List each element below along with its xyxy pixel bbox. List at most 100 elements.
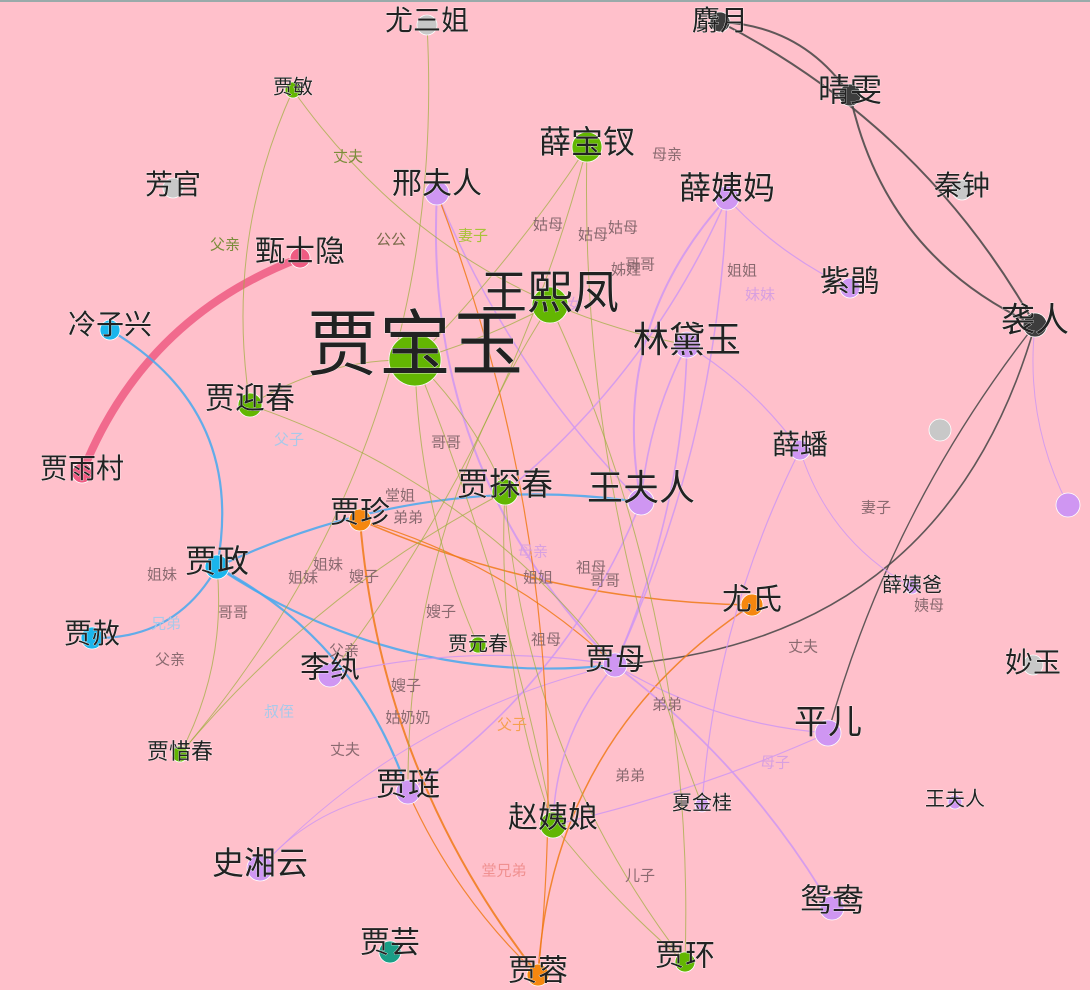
node-xuepan[interactable] <box>789 439 811 461</box>
edge-lengzixing-jiazheng <box>109 329 224 568</box>
node-baochai[interactable] <box>571 131 603 163</box>
edge-yousanjie-xichun <box>179 24 430 755</box>
node-qinzhong[interactable] <box>951 179 973 201</box>
node-sheyue[interactable] <box>709 11 731 33</box>
edge-xueyima-jiamu <box>614 197 728 666</box>
node-baoyu[interactable] <box>388 333 442 387</box>
node-label-qinzhong: 秦钟 <box>934 169 990 202</box>
node-xiangyun[interactable] <box>246 854 274 882</box>
node-lengzixing[interactable] <box>99 319 121 341</box>
node-label-jiayucun: 贾雨村 <box>40 452 124 485</box>
node-youshi[interactable] <box>740 593 764 617</box>
edge-label: 丈夫 <box>333 148 363 166</box>
edge-jiarong-xingfuren <box>436 192 549 976</box>
edge-label: 姑母 <box>578 226 608 244</box>
node-zhaoyiniang[interactable] <box>539 811 567 839</box>
edge-label: 姑母 <box>608 219 638 237</box>
node-liwan[interactable] <box>317 662 343 688</box>
edge-jiazheng-wangfuren <box>216 493 642 568</box>
edge-label: 姐妹 <box>313 556 343 574</box>
edge-jiamu-yuanyang <box>614 664 833 909</box>
node-yingchun[interactable] <box>237 392 263 418</box>
node-jiazhen[interactable] <box>348 508 372 532</box>
edge-label: 儿子 <box>625 867 655 885</box>
node-daiyu[interactable] <box>673 331 701 359</box>
node-jiazheng[interactable] <box>204 554 230 580</box>
node-jiahuan[interactable] <box>674 951 696 973</box>
edge-label: 堂兄弟 <box>481 862 526 880</box>
node-wangfuren2[interactable] <box>947 794 963 810</box>
node-label-wangfuren2: 王夫人 <box>925 787 985 811</box>
node-wangfuren[interactable] <box>627 488 655 516</box>
node-label-xingfuren: 邢夫人 <box>392 167 482 202</box>
node-label-jiayun: 贾芸 <box>360 926 420 961</box>
edge-xuepan-xiajingui <box>701 449 801 806</box>
edge-jiamu-xiren <box>614 324 1036 666</box>
edge-jialian-xiangyun <box>259 791 409 869</box>
edge-label: 堂姐 <box>385 487 415 505</box>
node-label-baochai: 薛宝钗 <box>539 123 635 161</box>
edge-xichun-jiazheng <box>179 566 220 755</box>
node-yuanyang[interactable] <box>819 895 845 921</box>
edge-label: 父子 <box>497 716 527 734</box>
node-jiamu[interactable] <box>602 652 628 678</box>
edge-label: 父亲 <box>329 642 359 660</box>
node-isolated-purple[interactable] <box>1055 492 1081 518</box>
node-xichun[interactable] <box>171 745 189 763</box>
edge-zhaoyiniang-pinger <box>552 732 829 826</box>
node-label-zhaoyiniang: 赵姨娘 <box>508 801 598 836</box>
edge-jiamin-daiyu <box>292 89 688 346</box>
node-isolated-grey[interactable] <box>928 418 952 442</box>
node-jiayucun[interactable] <box>71 462 93 484</box>
edges-layer <box>78 21 1069 976</box>
node-xueyima[interactable] <box>714 185 740 211</box>
node-qingwen[interactable] <box>838 83 862 107</box>
node-xingfuren[interactable] <box>424 180 450 206</box>
node-zijuan[interactable] <box>839 277 861 299</box>
edge-jiarong-jialian <box>407 791 539 976</box>
edge-label: 姑奶奶 <box>385 709 430 727</box>
edge-label: 妻子 <box>458 227 488 245</box>
node-jiashe[interactable] <box>80 626 104 650</box>
edge-xueyima-wangfuren <box>632 197 728 503</box>
node-xueyiba[interactable] <box>904 579 920 595</box>
edge-jiazheng-jiashe <box>91 566 218 640</box>
node-label-xiren: 袭人 <box>1001 301 1069 341</box>
edge-tanchun-zhaoyiniang <box>503 491 554 826</box>
edge-xiren-isolated-purple <box>1032 324 1069 506</box>
edge-label: 丈夫 <box>788 638 818 656</box>
nodes-layer: 晴雯麝月袭人秦钟妙玉芳官尤三姐贾宝玉薛宝钗王熙凤贾探春贾迎春贾敏贾惜春贾元春赵姨… <box>40 4 1081 989</box>
node-xiren[interactable] <box>1022 312 1048 338</box>
node-label-xueyima: 薛姨妈 <box>679 169 775 207</box>
edge-zhaoyiniang-jiahuan <box>552 824 686 963</box>
node-tanchun[interactable] <box>491 478 519 506</box>
node-jiayun[interactable] <box>378 940 402 964</box>
edge-label: 哥哥 <box>625 256 655 274</box>
node-miaoyu[interactable] <box>1022 654 1044 676</box>
edge-label: 哥哥 <box>590 572 620 590</box>
node-jialian[interactable] <box>395 779 421 805</box>
edge-jiamu-pinger <box>614 664 829 734</box>
node-label-yuanyang: 鸳鸯 <box>800 881 864 919</box>
node-label-xifeng: 王熙凤 <box>481 266 619 320</box>
node-yousanjie[interactable] <box>416 14 438 36</box>
node-label-zijuan: 紫鹃 <box>820 265 880 300</box>
node-jiamin[interactable] <box>284 81 302 99</box>
node-xiajingui[interactable] <box>694 797 710 813</box>
node-yuanchun[interactable] <box>469 636 487 654</box>
node-label-jiamin: 贾敏 <box>273 75 313 99</box>
edge-label: 弟弟 <box>393 509 423 527</box>
node-label-qingwen: 晴雯 <box>818 71 882 109</box>
edge-label: 姐姐 <box>727 262 757 280</box>
node-jiarong[interactable] <box>526 963 550 987</box>
node-fangguan[interactable] <box>162 177 184 199</box>
edge-jiazhen-jiamu <box>359 519 616 666</box>
edge-jiahuan-xifeng <box>549 304 687 963</box>
edge-label: 嫂子 <box>391 677 421 695</box>
node-xifeng[interactable] <box>531 286 569 324</box>
edge-label: 姐姐 <box>523 569 553 587</box>
node-zhenshiyin[interactable] <box>289 247 311 269</box>
node-pinger[interactable] <box>814 719 842 747</box>
node-label-yuanchun: 贾元春 <box>448 632 508 656</box>
node-label-jialian: 贾琏 <box>376 765 440 803</box>
